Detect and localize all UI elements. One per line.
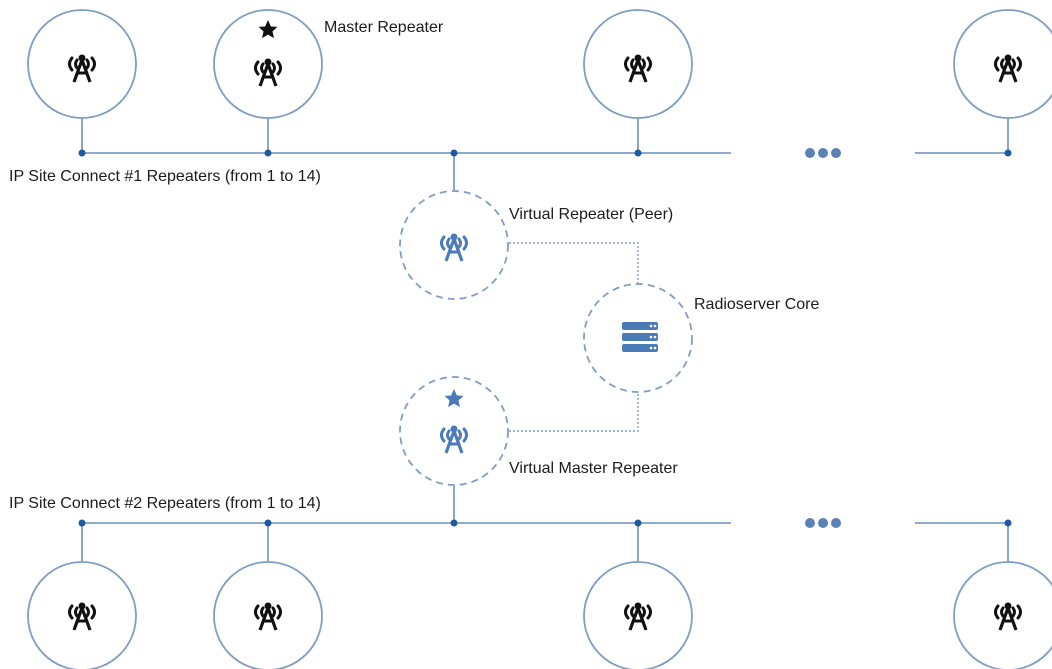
site1-repeaters-label: IP Site Connect #1 Repeaters (from 1 to … [9,168,321,185]
virtual-master-repeater-label: Virtual Master Repeater [509,460,678,477]
site1-master-repeater [213,9,323,119]
core-links [509,242,639,432]
bus-nodes [78,149,1012,527]
ellipsis-icon [805,518,841,528]
site2-repeater-1 [27,561,137,669]
server-icon [622,322,658,352]
site2-repeater-14 [953,561,1052,669]
site2-repeater-3 [583,561,693,669]
ellipsis-icon [805,148,841,158]
radioserver-core [583,283,693,393]
site1-repeater-14 [953,9,1052,119]
radioserver-core-label: Radioserver Core [694,296,819,313]
master-repeater-label: Master Repeater [324,19,444,36]
site1-repeater-3 [583,9,693,119]
site1-repeater-1 [27,9,137,119]
site2-bus [81,486,1009,562]
virtual-repeater-peer [399,190,509,300]
site1-bus [81,118,1009,190]
site2-repeaters-label: IP Site Connect #2 Repeaters (from 1 to … [9,495,321,512]
virtual-repeater-peer-label: Virtual Repeater (Peer) [509,206,673,223]
virtual-master-repeater [399,376,509,486]
site2-repeater-2 [213,561,323,669]
